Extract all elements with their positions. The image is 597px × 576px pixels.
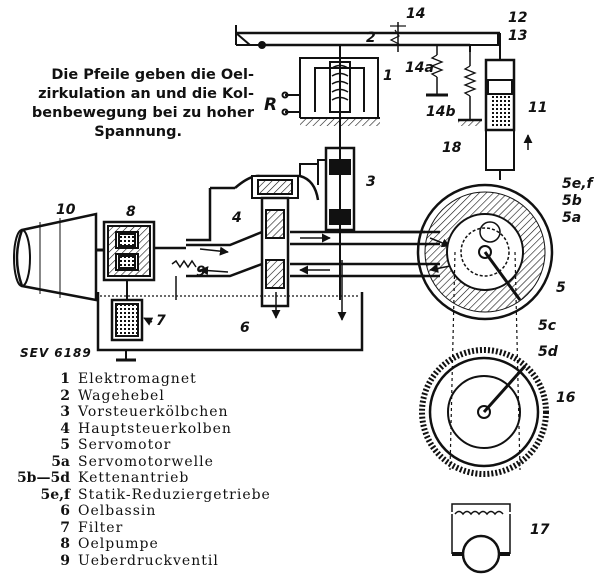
pump-motor: [13, 212, 104, 302]
label-2: 2: [366, 30, 376, 46]
filter: [110, 280, 154, 342]
label-13: 13: [508, 28, 527, 44]
label-R: R: [264, 95, 277, 115]
electromagnet: [281, 45, 380, 150]
pilot-valve: [324, 146, 356, 321]
label-11: 11: [528, 100, 547, 116]
caption-line-3: benbewegung bei zu hoher: [31, 105, 254, 121]
oil-tank: [96, 292, 364, 362]
label-6: 6: [240, 320, 250, 336]
label-18: 18: [442, 140, 462, 156]
generator: [451, 503, 511, 574]
label-17: 17: [530, 522, 550, 538]
adjust-springs: [426, 45, 482, 126]
rheostat: [419, 347, 549, 477]
relief-valve: [171, 259, 197, 300]
balance-lever: [235, 22, 500, 52]
label-5ef: 5e,f: [562, 176, 595, 192]
oil-dashpot: [484, 33, 533, 180]
label-14: 14: [406, 6, 425, 22]
caption-line-4: Spannung.: [94, 124, 182, 140]
label-5d: 5d: [538, 344, 559, 360]
caption-line-1: Die Pfeile geben die Oel-: [51, 67, 254, 83]
sev-reference: SEV 6189: [20, 346, 92, 360]
label-12: 12: [508, 10, 527, 26]
label-5: 5: [556, 280, 566, 296]
label-5a: 5a: [562, 210, 581, 226]
main-control-piston: [186, 159, 326, 319]
label-7: 7: [156, 313, 166, 329]
label-4: 4: [231, 210, 242, 226]
label-14a: 14a: [405, 60, 434, 76]
label-9: 9: [196, 264, 206, 280]
label-8: 8: [126, 204, 136, 220]
oil-pump: [102, 220, 186, 282]
label-5b: 5b: [562, 193, 582, 209]
oil-pipes: [186, 230, 451, 278]
label-3: 3: [366, 174, 376, 190]
label-14b: 14b: [426, 104, 456, 120]
label-10: 10: [56, 202, 76, 218]
servomotor: [400, 183, 554, 321]
caption-line-2: zirkulation an und die Kol-: [38, 86, 254, 102]
diagram-caption: Die Pfeile geben die Oel- zirkulation an…: [4, 66, 254, 142]
label-1: 1: [383, 68, 393, 84]
label-5c: 5c: [538, 318, 557, 334]
label-16: 16: [556, 390, 576, 406]
